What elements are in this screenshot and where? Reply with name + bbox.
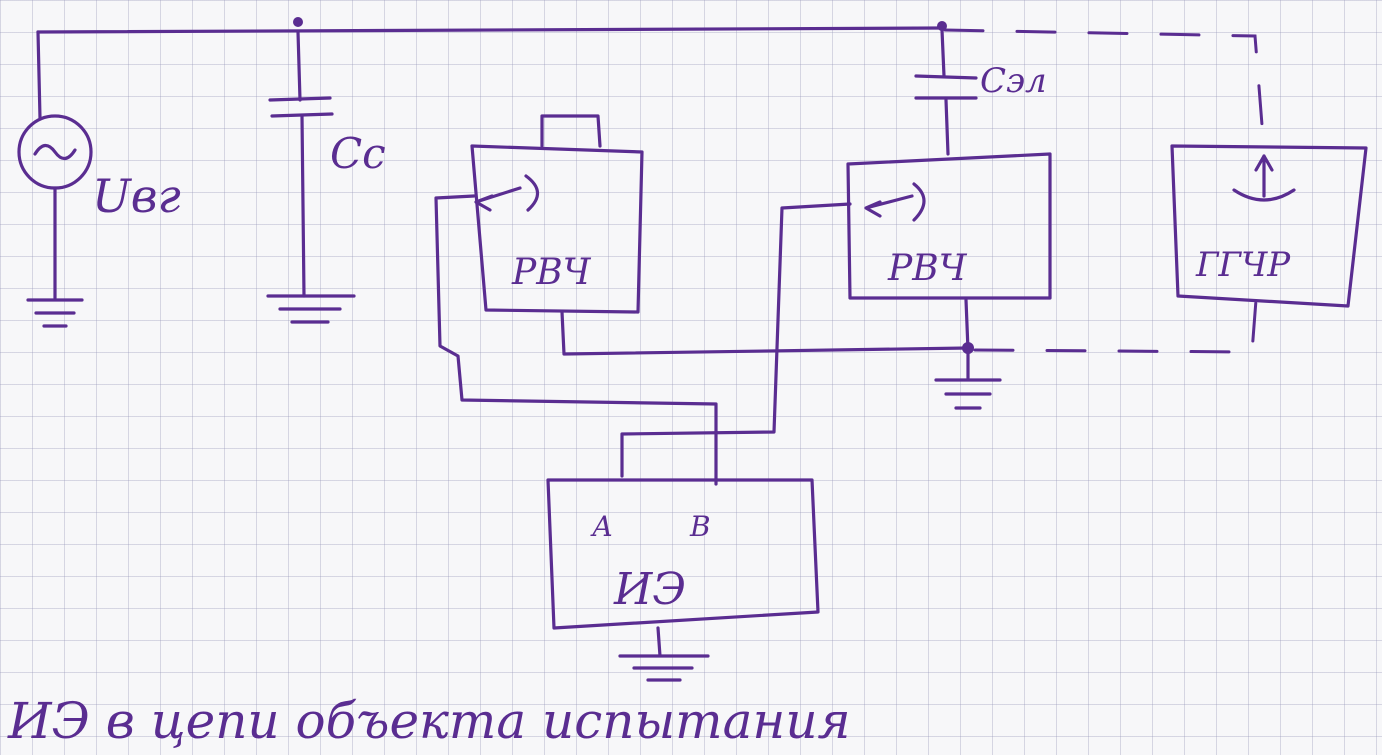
top-dashed-link (943, 28, 1264, 127)
node-ground-bus (962, 342, 974, 354)
rvch1-to-ground-bus (560, 310, 970, 356)
node-cc (293, 17, 303, 27)
ie-port-a-label: А (590, 510, 613, 543)
source-label: Uвг (92, 169, 181, 223)
ie-port-b-label: В (689, 510, 711, 543)
rvch2-block (846, 152, 1052, 300)
ground-bus-earth (934, 348, 1002, 410)
ie-block (546, 478, 820, 682)
node-cel (937, 21, 947, 31)
ie-label: ИЭ (613, 564, 686, 615)
caption: ИЭ в цепи объекта испытания (7, 692, 851, 750)
top-bus-wire (36, 26, 944, 34)
rvch1-block (470, 114, 644, 314)
ggchr-block (1170, 144, 1368, 308)
cel-label: Cэл (980, 61, 1047, 101)
ggchr-label: ГГЧР (1195, 245, 1291, 285)
rvch2-to-ground-bus (964, 298, 970, 352)
capacitor-cc (266, 30, 356, 324)
rvch2-label: РВЧ (887, 248, 968, 289)
rvch1-label: РВЧ (511, 252, 592, 293)
rvch1-to-ie-b (434, 194, 718, 486)
bottom-dashed-link (973, 298, 1258, 354)
capacitor-cel (914, 28, 978, 156)
voltage-source (17, 30, 93, 328)
cc-label: Cc (330, 129, 386, 178)
rvch2-to-ie-a (620, 202, 852, 478)
